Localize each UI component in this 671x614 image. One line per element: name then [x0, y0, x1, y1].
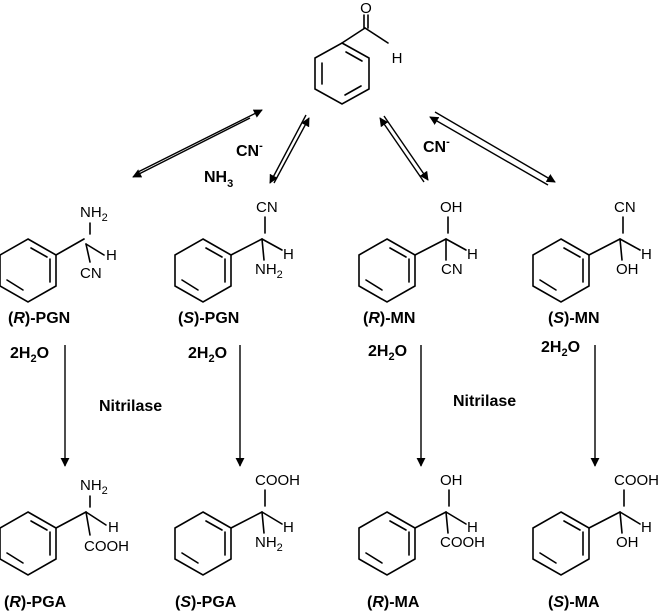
s-pgn-structure: CN H NH2	[174, 199, 294, 303]
s-ma-oh: OH	[616, 534, 639, 551]
s-pgn-label: (S)-PGN	[178, 310, 239, 327]
r-pga-label: (R)-PGA	[4, 594, 67, 611]
s-pga-h: H	[283, 519, 294, 536]
water-label-3: 2H2O	[368, 343, 407, 363]
cyanide-label-right: CN-	[423, 136, 450, 156]
water-label-4: 2H2O	[541, 339, 580, 359]
s-ma-cooh: COOH	[614, 472, 659, 489]
s-ma-label: (S)-MA	[548, 594, 600, 611]
ammonia-label: NH3	[204, 169, 233, 190]
nitrilase-label-right: Nitrilase	[453, 393, 516, 410]
s-mn-oh: OH	[616, 261, 639, 278]
cyanide-label-left: CN-	[236, 140, 263, 160]
r-mn-cn: CN	[441, 261, 463, 278]
r-mn-oh: OH	[440, 199, 463, 216]
s-ma-h: H	[641, 519, 652, 536]
r-pga-nh2: NH2	[80, 477, 108, 497]
water-label-2: 2H2O	[188, 345, 227, 365]
r-pgn-structure: NH2 H CN	[0, 204, 117, 303]
r-mn-structure: OH H CN	[358, 199, 478, 303]
r-ma-cooh: COOH	[440, 534, 485, 551]
aldehyde-oxygen: O	[360, 0, 372, 17]
benzaldehyde-structure: O H	[314, 0, 403, 105]
r-ma-structure: OH H COOH	[358, 472, 485, 576]
s-pgn-h: H	[283, 246, 294, 263]
s-pga-label: (S)-PGA	[175, 594, 237, 611]
s-ma-structure: COOH H OH	[532, 472, 659, 576]
r-pga-cooh: COOH	[84, 538, 129, 555]
nitrilase-arrows	[60, 345, 600, 467]
s-mn-label: (S)-MN	[548, 310, 600, 327]
r-pgn-h: H	[106, 247, 117, 264]
nitrilase-label-left: Nitrilase	[99, 398, 162, 415]
water-label-1: 2H2O	[10, 345, 49, 365]
s-mn-cn: CN	[614, 199, 636, 216]
r-ma-h: H	[467, 519, 478, 536]
r-pga-h: H	[108, 519, 119, 536]
equilibrium-arrows	[132, 109, 556, 186]
r-ma-oh: OH	[440, 472, 463, 489]
r-pgn-label: (R)-PGN	[8, 310, 70, 327]
r-pgn-nh2: NH2	[80, 204, 108, 224]
s-mn-structure: CN H OH	[532, 199, 652, 303]
r-ma-label: (R)-MA	[367, 594, 420, 611]
s-pgn-nh2: NH2	[255, 261, 283, 281]
r-pga-structure: NH2 H COOH	[0, 477, 129, 576]
r-mn-label: (R)-MN	[363, 310, 415, 327]
aldehyde-hydrogen: H	[392, 50, 403, 67]
r-mn-h: H	[467, 246, 478, 263]
s-mn-h: H	[641, 246, 652, 263]
s-pga-cooh: COOH	[255, 472, 300, 489]
s-pgn-cn: CN	[256, 199, 278, 216]
r-pgn-cn: CN	[80, 265, 102, 282]
s-pga-structure: COOH H NH2	[174, 472, 300, 576]
s-pga-nh2: NH2	[255, 534, 283, 554]
